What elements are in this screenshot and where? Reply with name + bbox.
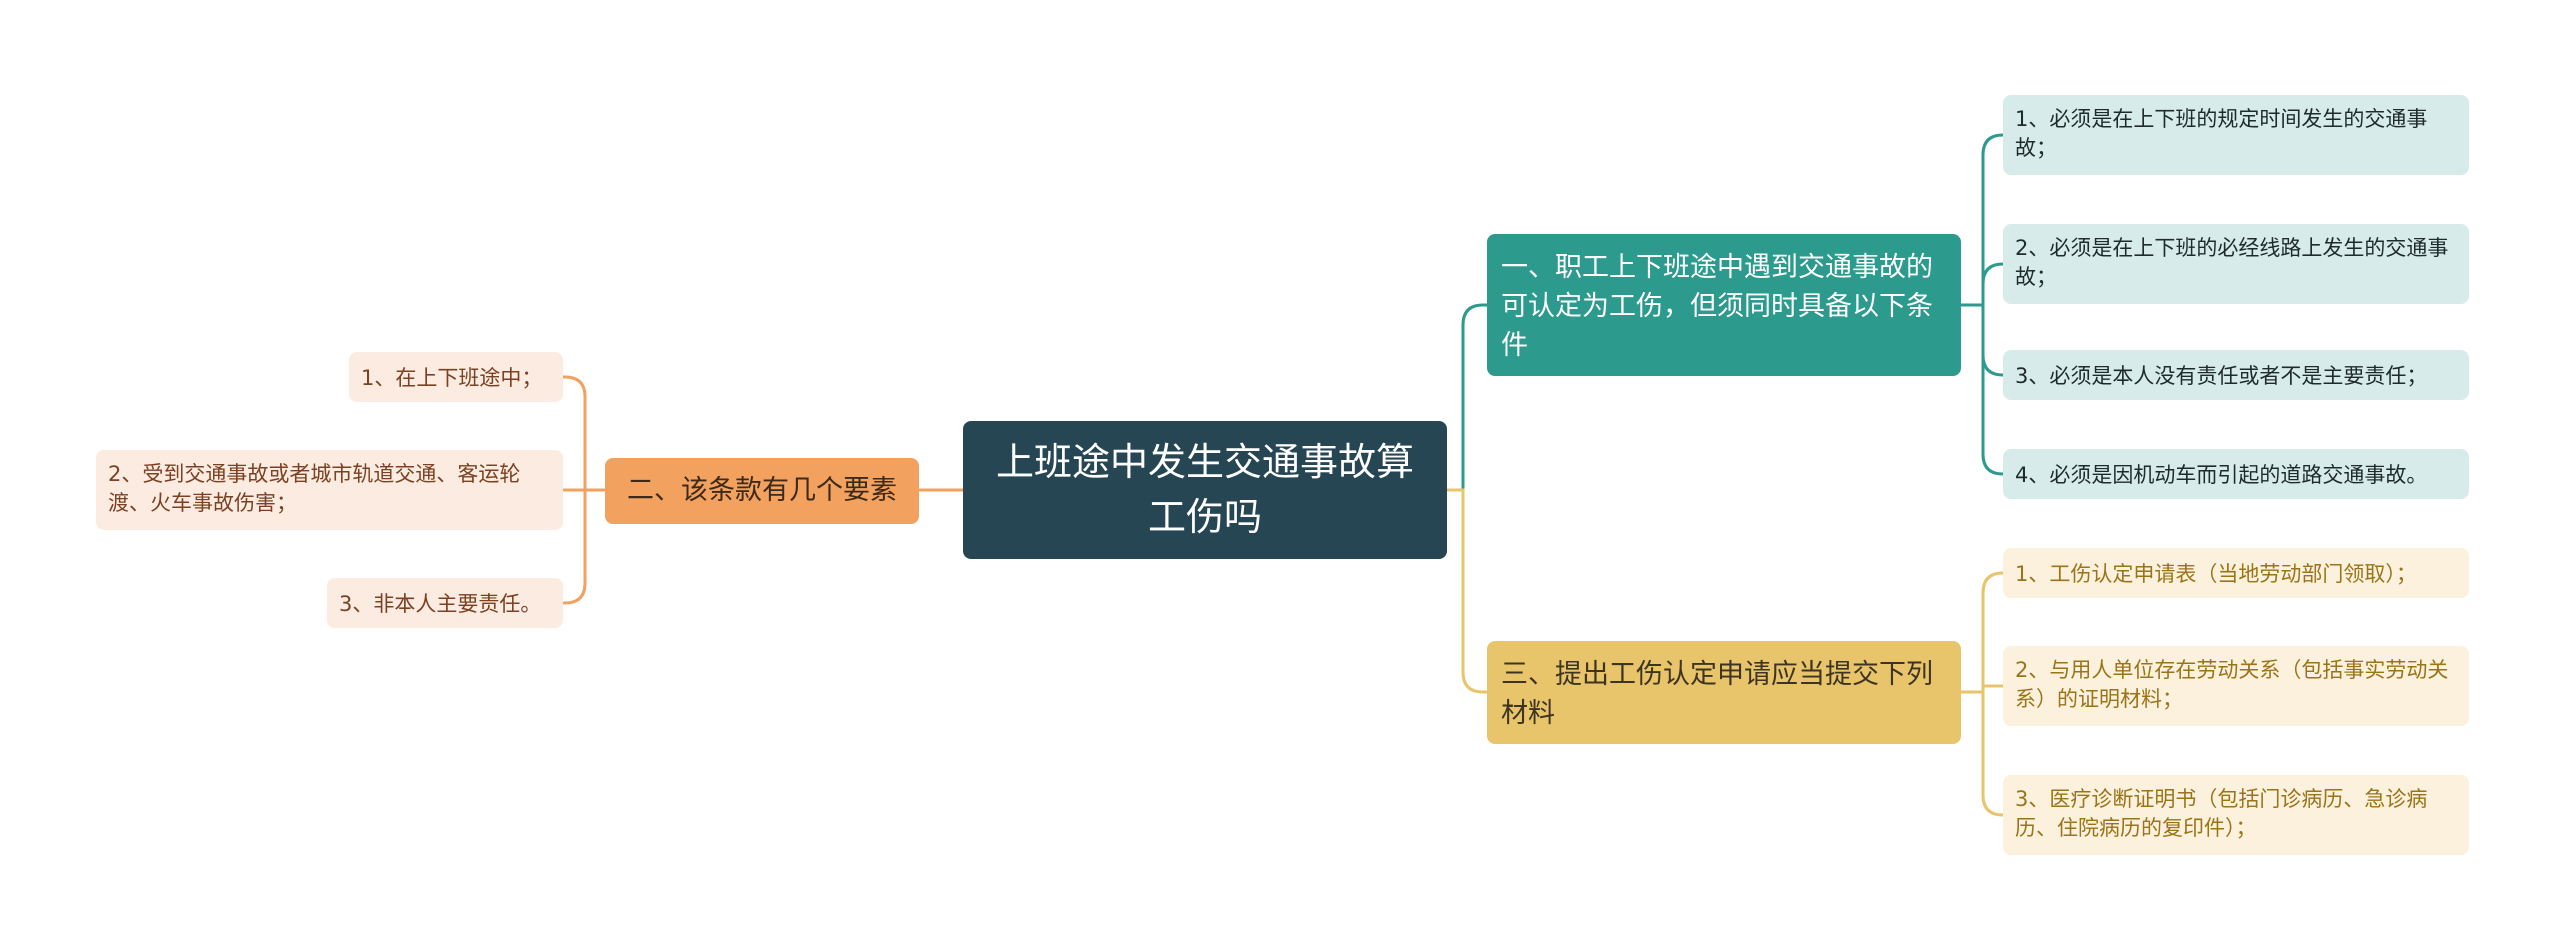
element-item-2[interactable]: 2、受到交通事故或者城市轨道交通、客运轮渡、火车事故伤害； — [96, 450, 563, 530]
condition-item-1[interactable]: 1、必须是在上下班的规定时间发生的交通事故； — [2003, 95, 2469, 175]
branch-conditions[interactable]: 一、职工上下班途中遇到交通事故的可认定为工伤，但须同时具备以下条件 — [1487, 234, 1961, 376]
element-item-1[interactable]: 1、在上下班途中； — [349, 352, 563, 402]
material-item-1[interactable]: 1、工伤认定申请表（当地劳动部门领取）； — [2003, 548, 2469, 598]
connector-b1-t4 — [1981, 305, 2004, 476]
root-topic[interactable]: 上班途中发生交通事故算工伤吗 — [963, 421, 1447, 559]
connector-b1-t2 — [1981, 262, 2004, 305]
connector-b2-o3 — [563, 490, 587, 605]
connector-b1-t1 — [1961, 133, 2004, 307]
connector-root-b1 — [1447, 303, 1487, 492]
branch-elements[interactable]: 二、该条款有几个要素 — [605, 458, 919, 524]
element-item-3[interactable]: 3、非本人主要责任。 — [327, 578, 563, 628]
connector-b2-o1 — [563, 375, 605, 492]
condition-item-2[interactable]: 2、必须是在上下班的必经线路上发生的交通事故； — [2003, 224, 2469, 304]
connector-root-b3 — [1447, 488, 1487, 694]
material-item-2[interactable]: 2、与用人单位存在劳动关系（包括事实劳动关系）的证明材料； — [2003, 646, 2469, 726]
condition-item-3[interactable]: 3、必须是本人没有责任或者不是主要责任； — [2003, 350, 2469, 400]
connector-b3-y3 — [1981, 692, 2004, 817]
branch-materials[interactable]: 三、提出工伤认定申请应当提交下列材料 — [1487, 641, 1961, 744]
connector-b3-y1 — [1961, 571, 2004, 694]
connector-b1-t3 — [1981, 305, 2004, 377]
material-item-3[interactable]: 3、医疗诊断证明书（包括门诊病历、急诊病历、住院病历的复印件）； — [2003, 775, 2469, 855]
connector-b3-y2 — [1981, 684, 2003, 692]
condition-item-4[interactable]: 4、必须是因机动车而引起的道路交通事故。 — [2003, 449, 2469, 499]
